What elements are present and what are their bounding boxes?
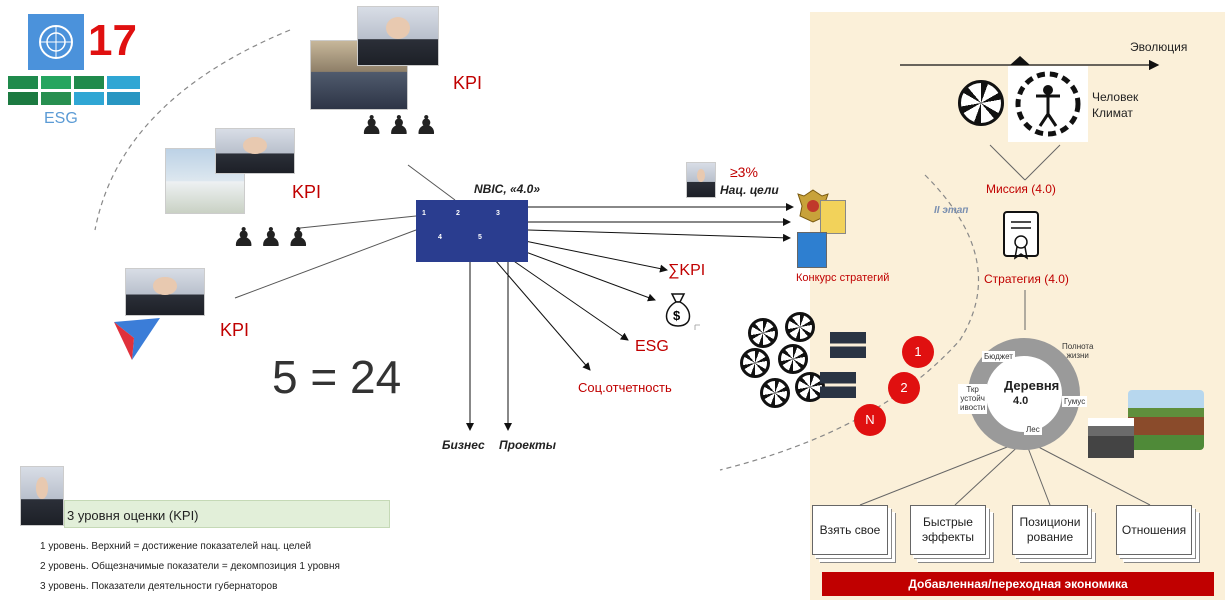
social-report: Соц.отчетность [578, 380, 672, 395]
hub-item-3: 3 [496, 210, 500, 217]
segment-budget: Бюджет [982, 351, 1015, 363]
esg-output: ESG [635, 338, 669, 355]
level-1-text: 1 уровень. Верхний = достижение показате… [40, 541, 312, 552]
people-icon-mid: ♟♟♟ [232, 222, 314, 252]
money-bag-icon: $ [660, 290, 696, 328]
segment-fullness: Полнота жизни [1062, 342, 1093, 360]
sdg-tiles [8, 76, 143, 106]
doc-take-own: Взять свое [812, 505, 888, 555]
people-icon-top: ♟♟♟ [360, 110, 442, 140]
kpi-label-low: KPI [220, 320, 250, 340]
level-3-text: 3 уровень. Показатели деятельности губер… [40, 581, 278, 592]
hub-item-4: 4 [438, 234, 442, 241]
doc-quick-effects: Быстрые эффекты [910, 505, 986, 555]
badge-1: 1 [902, 336, 934, 368]
aperture-cluster-icon-3 [740, 348, 770, 378]
climate-label: Климат [1092, 106, 1133, 120]
doc-positioning: Позициони рование [1012, 505, 1088, 555]
arrow-logo-icon [114, 318, 160, 360]
certificate-icon [1002, 210, 1040, 262]
hub-item-2: 2 [456, 210, 460, 217]
segment-humus: Гумус [1062, 396, 1088, 408]
segment-fullness-line2: жизни [1066, 351, 1089, 361]
hub-slide: 1 2 3 4 5 [416, 200, 528, 262]
aperture-cluster-icon-2 [785, 312, 815, 342]
region-emblem-2-icon [797, 232, 827, 268]
badge-n: N [854, 404, 886, 436]
stage-label: II этап [934, 205, 969, 216]
hub-title: NBIC, «4.0» [474, 182, 541, 196]
region-emblem-1-icon [820, 200, 846, 234]
goal-label: Нац. цели [720, 183, 779, 197]
segment-sustain-line2: устойч [960, 394, 985, 404]
un-flag [28, 14, 84, 70]
doc-relations-line1: Отношения [1121, 522, 1187, 537]
hub-item-1: 1 [422, 210, 426, 217]
aperture-cluster-icon-4 [778, 344, 808, 374]
segment-fullness-line1: Полнота [1062, 342, 1094, 351]
segment-sustain-line3: ивости [960, 403, 986, 413]
economy-bar: Добавленная/переходная экономика [822, 572, 1214, 596]
hub-item-5: 5 [478, 234, 482, 241]
segment-forest: Лес [1024, 424, 1042, 436]
human-label: Человек [1092, 90, 1139, 104]
leader-photo-goals [686, 162, 716, 198]
segment-sustain-line1: Ткр [966, 385, 979, 394]
aperture-icon [958, 80, 1004, 126]
projects-label: Проекты [499, 438, 556, 452]
evolution-label: Эволюция [1130, 40, 1188, 54]
village-house-photo [1128, 390, 1204, 450]
doc-positioning-line2: рование [1026, 530, 1074, 544]
leader-photo-low [125, 268, 205, 316]
doc-take-own-line1: Взять свое [819, 522, 881, 537]
mission-label: Миссия (4.0) [986, 182, 1056, 196]
leader-photo-levels [20, 466, 64, 526]
village-title: Деревня [1004, 378, 1060, 393]
level-2-text: 2 уровень. Общезначимые показатели = дек… [40, 561, 340, 572]
doc-quick-effects-line2: эффекты [921, 530, 975, 544]
leader-photo-top [357, 6, 439, 66]
goal-percent: ≥3% [730, 164, 758, 180]
segment-sustain: Ткр устойч ивости [958, 384, 988, 414]
strategy-contest: Конкурс стратегий [796, 272, 890, 284]
aperture-cluster-icon-1 [748, 318, 778, 348]
kpi-label-top: KPI [453, 73, 483, 93]
aperture-cluster-icon-5 [760, 378, 790, 408]
blocks-icon-2 [820, 372, 856, 398]
esg-label: ESG [44, 110, 78, 127]
badge-2: 2 [888, 372, 920, 404]
un-emblem-icon [39, 25, 73, 59]
doc-relations: Отношения [1116, 505, 1192, 555]
strategy-label: Стратегия (4.0) [984, 272, 1069, 286]
human-climate-icon [1008, 66, 1088, 142]
doc-quick-effects-line1: Быстрые [923, 515, 973, 529]
log-house-photo [1088, 418, 1134, 458]
doc-positioning-line1: Позициони [1019, 515, 1081, 529]
leader-photo-mid [215, 128, 295, 174]
blocks-icon-1 [830, 332, 866, 358]
village-version: 4.0 [1013, 395, 1029, 407]
sum-kpi: ∑KPI [668, 262, 706, 279]
business-label: Бизнес [442, 438, 485, 452]
equation: 5 = 24 [272, 351, 402, 403]
kpi-label-mid: KPI [292, 182, 322, 202]
levels-header: 3 уровня оценки (KPI) [64, 500, 390, 528]
svg-text:$: $ [673, 308, 681, 323]
sdg-number: 17 [88, 16, 137, 65]
